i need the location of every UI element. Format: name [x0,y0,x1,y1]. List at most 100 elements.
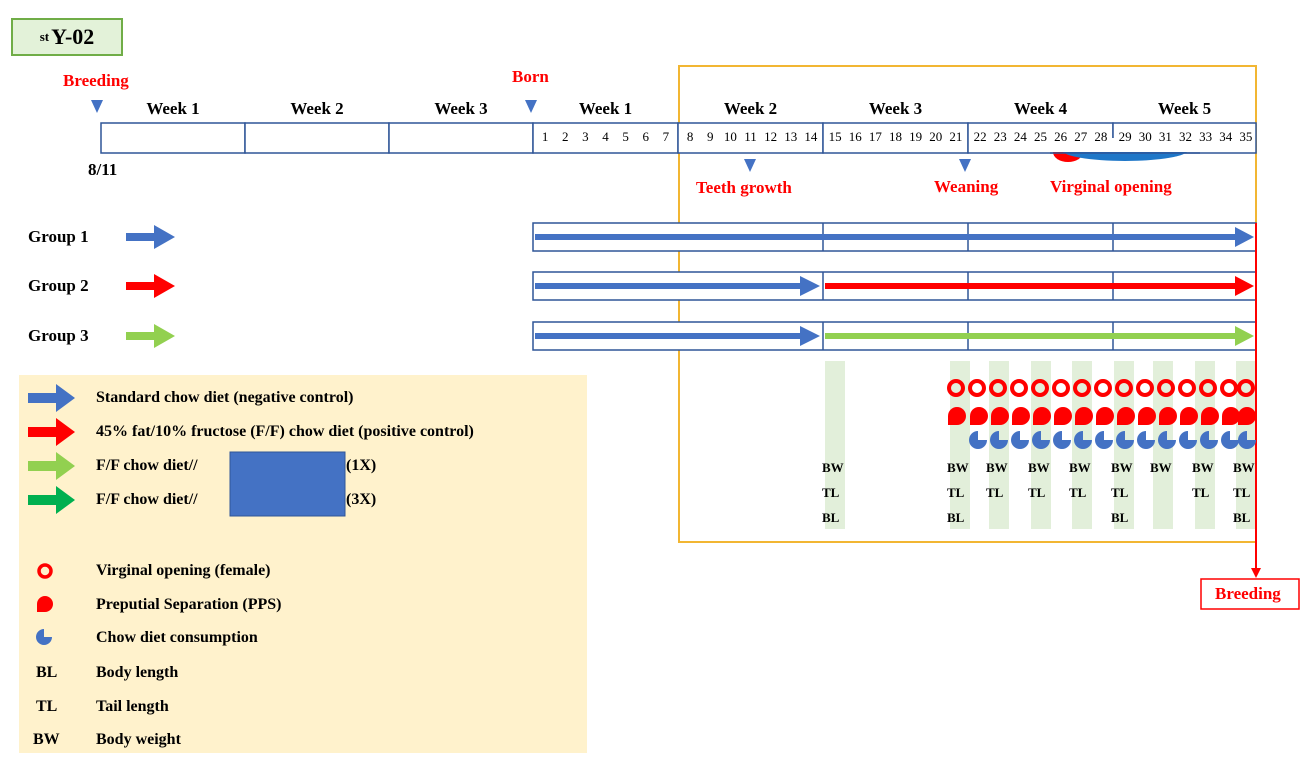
group-1-row [532,222,1257,252]
day-number: 1 [541,129,549,144]
day-number: 35 [1239,129,1253,144]
final-breeding-arrow-icon [1251,568,1261,578]
week-cell [244,122,390,154]
group-1-arrow-icon [126,225,175,249]
day-number: 14 [804,129,818,144]
redaction-box [229,451,346,517]
start-date: 8/11 [88,160,118,179]
day-number: 21 [949,129,963,144]
measurement-label: TL [822,485,840,500]
legend-bl-text: Body length [96,664,179,681]
breeding-label: Breeding [63,71,129,90]
measurement-label: BW [1233,460,1255,475]
day-number: 7 [662,129,670,144]
title-rest: Y-02 [51,24,95,49]
day-number: 24 [1013,129,1027,144]
legend-arrow-lightgreen-icon [28,452,75,480]
postnatal-week-4: Week 4 [1013,99,1068,118]
measurement-label: BW [822,460,844,475]
legend-bw-symbol: BW [33,731,60,748]
legend-virginal-icon [37,563,53,579]
measurement-label: BW [1192,460,1214,475]
measurement-label: BW [947,460,969,475]
week-cell [677,122,824,154]
group-3-arrow-icon [126,324,175,348]
page-title: st Y-02 [11,18,123,56]
measurement-label: BL [1233,510,1251,525]
measurement-label: BW [1150,460,1172,475]
group-2-label: Group 2 [28,276,89,295]
postnatal-week-2: Week 2 [723,99,778,118]
legend-item-negative-control: Standard chow diet (negative control) [96,389,354,406]
day-number: 34 [1219,129,1233,144]
legend-bl-symbol: BL [36,664,58,681]
weaning-label: Weaning [934,177,999,196]
virginal-opening-markers [947,379,1255,397]
day-number: 26 [1054,129,1068,144]
prenatal-week-3: Week 3 [434,99,488,118]
day-number: 13 [784,129,798,144]
consumption-markers [969,431,1256,449]
measurement-label: BW [1111,460,1133,475]
legend-arrow-red-icon [28,418,75,446]
day-number: 19 [909,129,923,144]
group-2-row [532,271,1257,301]
legend-item-3x: F/F chow diet// [96,491,198,508]
measurement-label: BL [947,510,965,525]
week-cell [388,122,534,154]
group-3-label: Group 3 [28,326,89,345]
legend-item-positive-control: 45% fat/10% fructose (F/F) chow diet (po… [96,423,474,440]
group-2-arrow-icon [126,274,175,298]
legend-box [19,375,587,753]
legend-tl-symbol: TL [36,698,58,715]
day-number: 2 [561,129,569,144]
final-breeding-box [1200,578,1300,610]
measurement-label: BW [1028,460,1050,475]
day-number: 12 [764,129,778,144]
breeding-marker-icon [91,100,103,113]
day-number: 23 [993,129,1007,144]
day-number: 28 [1094,129,1108,144]
day-number: 30 [1138,129,1152,144]
group-1-arrowhead-icon [1235,227,1254,247]
prenatal-week-2: Week 2 [290,99,344,118]
born-marker-icon [525,100,537,113]
prenatal-week-1: Week 1 [146,99,200,118]
day-number: 20 [929,129,943,144]
born-label: Born [512,67,549,86]
day-number: 27 [1074,129,1088,144]
legend-consumption-text: Chow diet consumption [96,629,258,646]
legend-item-1x-suffix: (1X) [346,457,377,474]
legend-arrow-green-icon [28,486,75,514]
day-number: 5 [622,129,629,144]
measurement-label: TL [1069,485,1087,500]
day-number: 11 [744,129,757,144]
day-number: 22 [973,129,987,144]
legend-pps-text: Preputial Separation (PPS) [96,596,282,613]
measurement-label: TL [947,485,965,500]
day-number: 33 [1199,129,1213,144]
weaning-marker-icon [959,159,971,172]
group-3-row [532,321,1257,351]
measurement-label: TL [1111,485,1129,500]
day-number: 15 [828,129,842,144]
day-number: 32 [1178,129,1192,144]
day-number: 18 [888,129,902,144]
measurement-label: TL [986,485,1004,500]
measurement-label: BL [822,510,840,525]
measurement-label: BL [1111,510,1129,525]
week-cell [822,122,969,154]
measurement-label: BW [986,460,1008,475]
teeth-marker-icon [744,159,756,172]
day-number: 25 [1033,129,1047,144]
day-number: 9 [706,129,714,144]
day-number: 4 [602,129,609,144]
day-number: 8 [686,129,694,144]
day-number: 3 [582,129,589,144]
week-cell [100,122,246,154]
measurement-label: TL [1233,485,1251,500]
legend-consumption-icon [36,629,52,645]
postnatal-week-5: Week 5 [1157,99,1212,118]
postnatal-week-3: Week 3 [868,99,923,118]
